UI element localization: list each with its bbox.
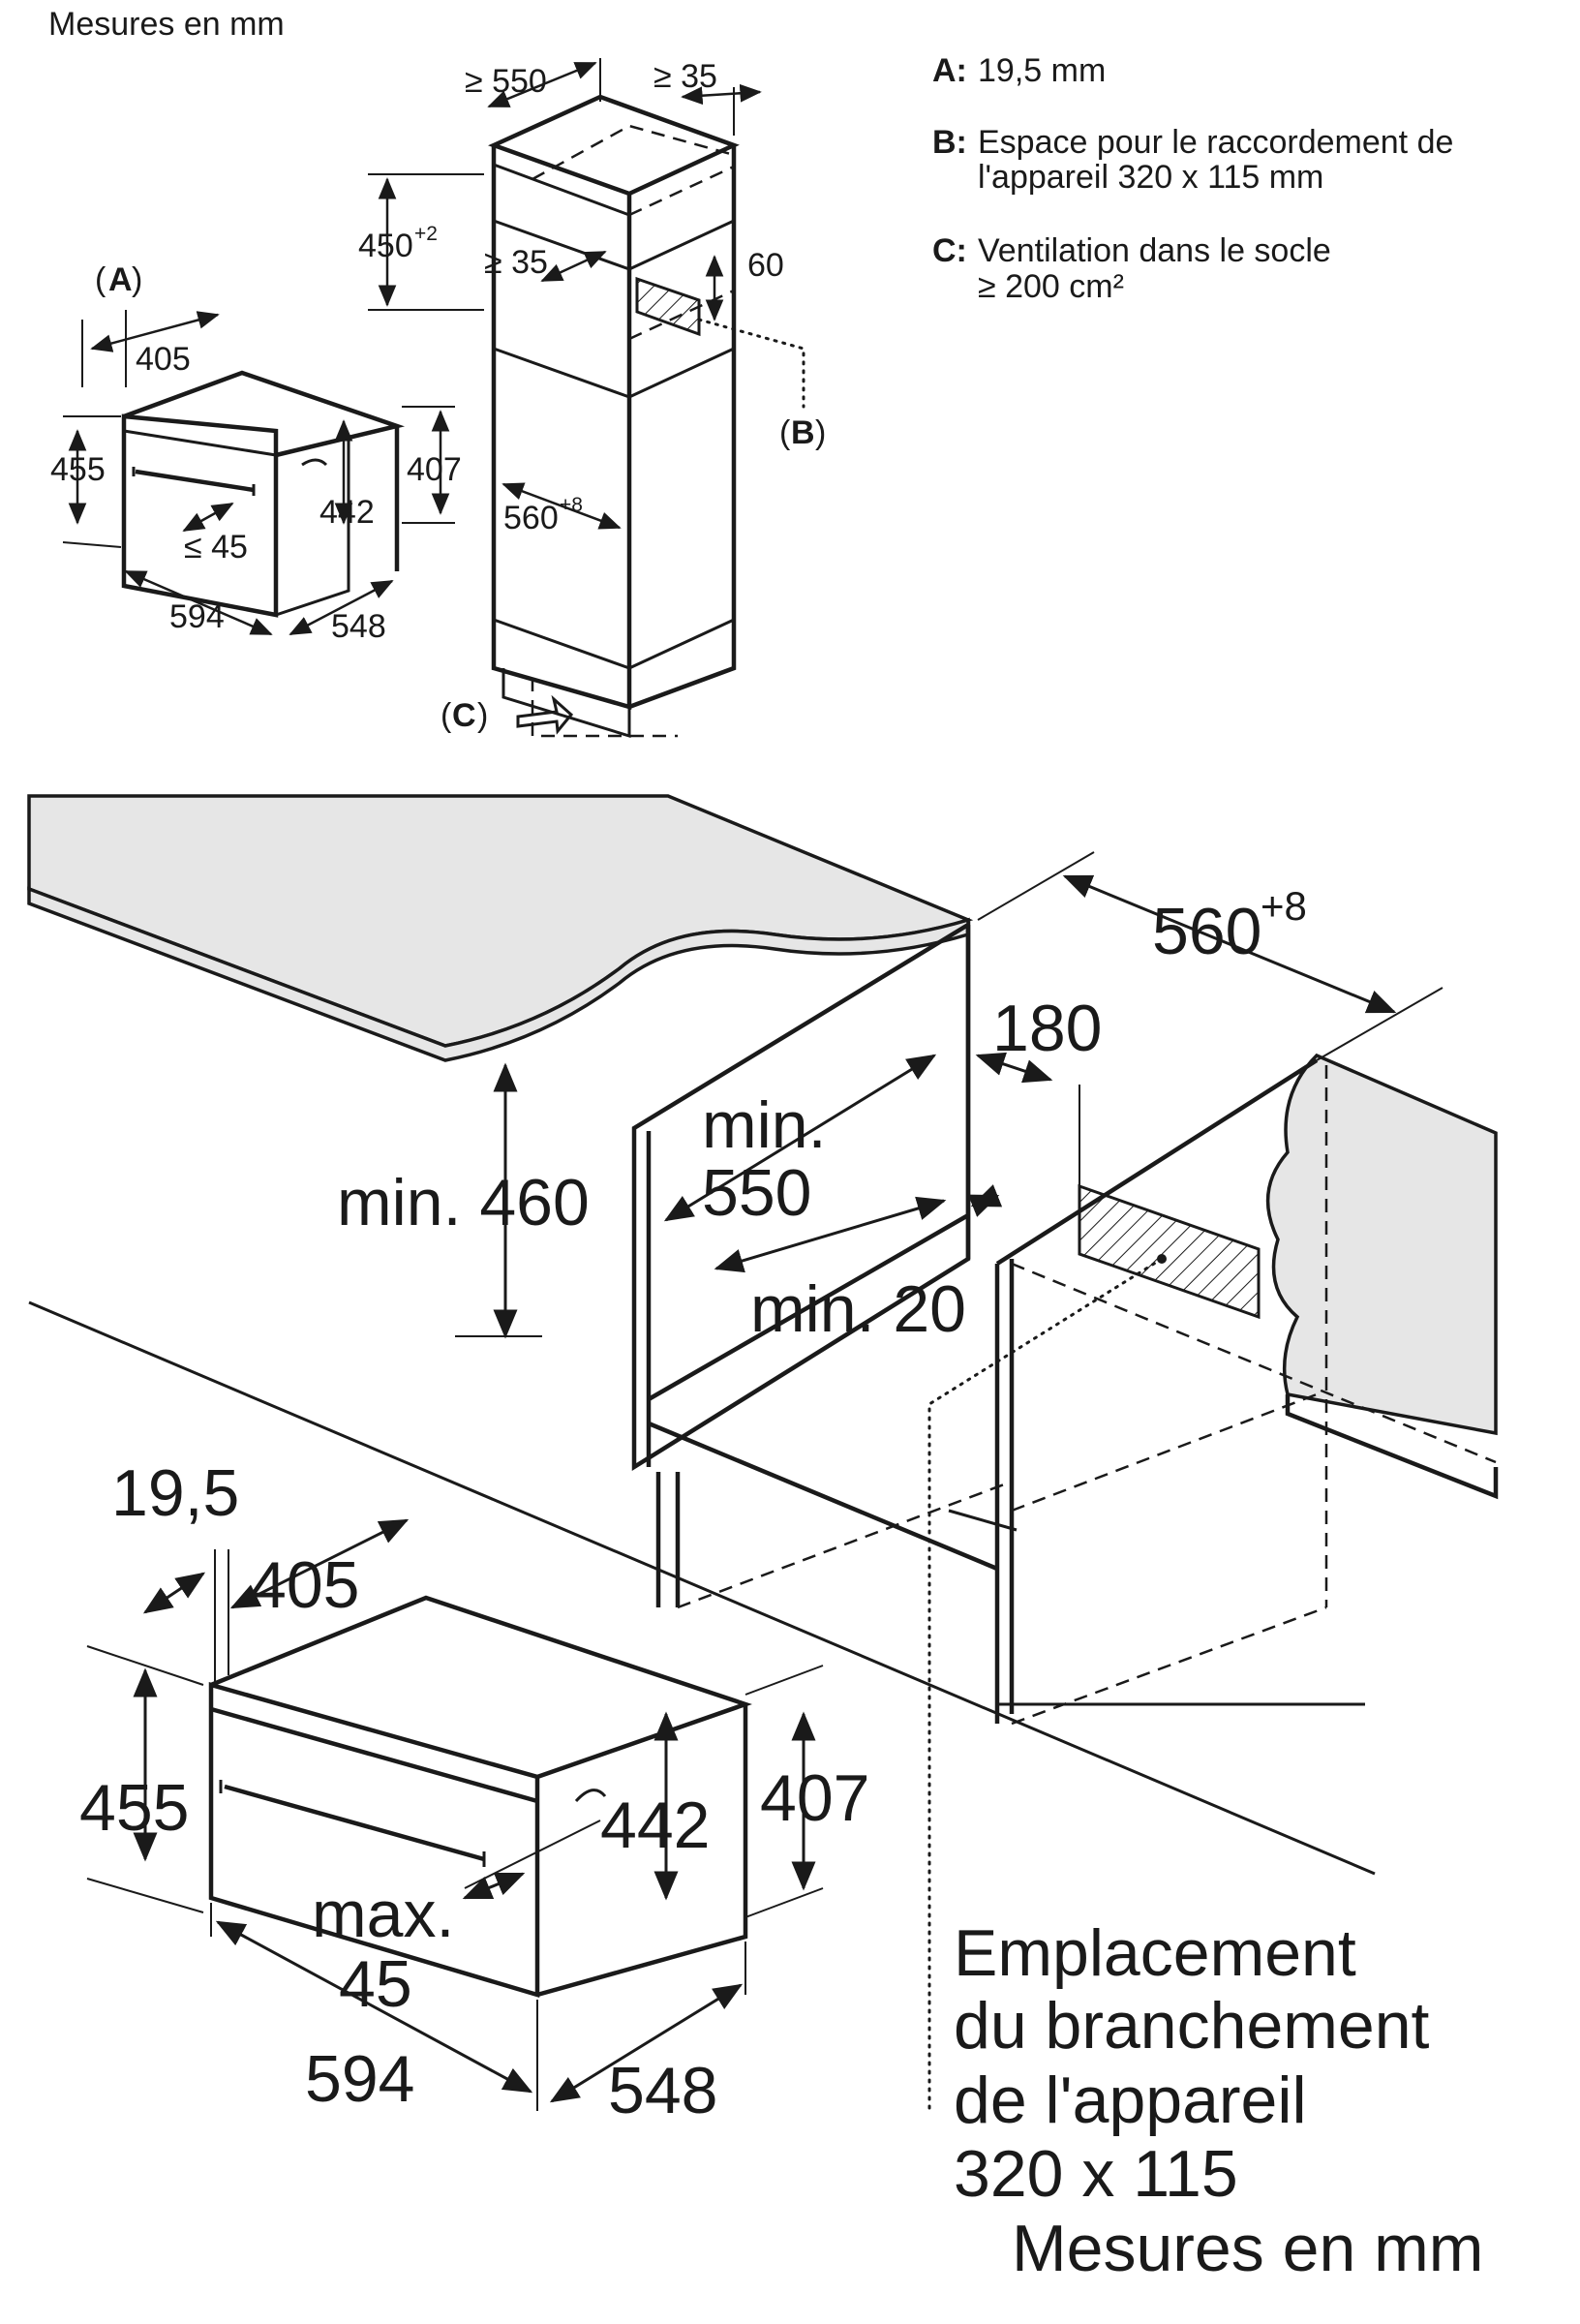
tall-cabinet-label-c: C [452, 697, 476, 734]
bottom-height-back: 407 [760, 1761, 869, 1835]
tall-cabinet-label-c-close: ) [477, 697, 488, 734]
top-appliance-depth: 405 [136, 341, 191, 378]
tall-cabinet-gap-top: ≥ 35 [484, 244, 548, 281]
top-appliance-height-inner: 442 [319, 494, 375, 531]
bottom-handle-1: max. [312, 1878, 454, 1951]
bottom-niche-width: 560 [1152, 895, 1261, 968]
tall-cabinet-vent-depth: 60 [747, 247, 784, 284]
tall-cabinet-min-depth: ≥ 550 [465, 63, 547, 100]
tall-cabinet-niche-width-tol: +8 [560, 494, 583, 516]
bottom-connection-2: du branchement [954, 1989, 1430, 2063]
top-appliance-height-back: 407 [407, 451, 462, 488]
legend-text-c-2: ≥ 200 cm² [978, 268, 1124, 305]
legend-key-a: A: [932, 52, 967, 89]
tall-cabinet-gap-rear: ≥ 35 [653, 58, 717, 95]
top-appliance-drawing [62, 310, 455, 636]
bottom-connection-offset: 180 [992, 992, 1102, 1065]
bottom-min-depth-1: min. [702, 1088, 826, 1162]
legend-text-b-2: l'appareil 320 x 115 mm [978, 159, 1323, 196]
tall-cabinet-niche-width: 560 [503, 500, 559, 536]
tall-cabinet-drawing [368, 58, 805, 739]
top-appliance-label-a-close: ) [132, 261, 142, 298]
bottom-units-note: Mesures en mm [1012, 2212, 1483, 2285]
bottom-width: 594 [305, 2042, 414, 2116]
bottom-depth: 405 [250, 1548, 359, 1622]
bottom-connection-4: 320 x 115 [954, 2137, 1238, 2211]
top-appliance-label-a-open: ( [95, 261, 106, 298]
top-appliance-handle: ≤ 45 [184, 529, 248, 566]
top-appliance-height-outer: 455 [50, 451, 106, 488]
tall-cabinet-label-c-open: ( [441, 697, 452, 734]
top-appliance-width: 594 [169, 598, 225, 635]
legend-text-b-1: Espace pour le raccordement de [978, 124, 1453, 161]
tall-cabinet-label-b: B [791, 414, 815, 451]
top-appliance-depth-total: 548 [331, 608, 386, 645]
top-appliance-label-a: A [108, 261, 133, 298]
bottom-niche-width-tol: +8 [1261, 883, 1307, 929]
legend: A: 19,5 mm B: Espace pour le raccordemen… [932, 52, 1453, 305]
bottom-connection-3: de l'appareil [954, 2064, 1307, 2137]
bottom-min-height: min. 460 [337, 1166, 590, 1239]
tall-cabinet-label-b-close: ) [815, 414, 826, 451]
tall-cabinet-label-b-open: ( [779, 414, 791, 451]
bottom-min-gap: min. 20 [750, 1272, 966, 1346]
units-note: Mesures en mm [48, 6, 285, 43]
bottom-depth-total: 548 [608, 2054, 717, 2127]
tall-cabinet-niche-height: 450 [358, 228, 413, 264]
tall-cabinet-niche-height-tol: +2 [414, 223, 438, 245]
bottom-height-inner: 442 [600, 1789, 710, 1862]
bottom-height-outer: 455 [79, 1771, 189, 1845]
bottom-handle-2: 45 [339, 1947, 412, 2021]
legend-key-b: B: [932, 124, 967, 161]
legend-text-a: 19,5 mm [978, 52, 1106, 89]
legend-text-c-1: Ventilation dans le socle [978, 232, 1331, 269]
bottom-install-drawing [27, 794, 1499, 2113]
bottom-front-offset: 19,5 [111, 1456, 239, 1530]
bottom-connection-1: Emplacement [954, 1916, 1356, 1990]
legend-key-c: C: [932, 232, 967, 269]
bottom-min-depth-2: 550 [702, 1156, 811, 1230]
